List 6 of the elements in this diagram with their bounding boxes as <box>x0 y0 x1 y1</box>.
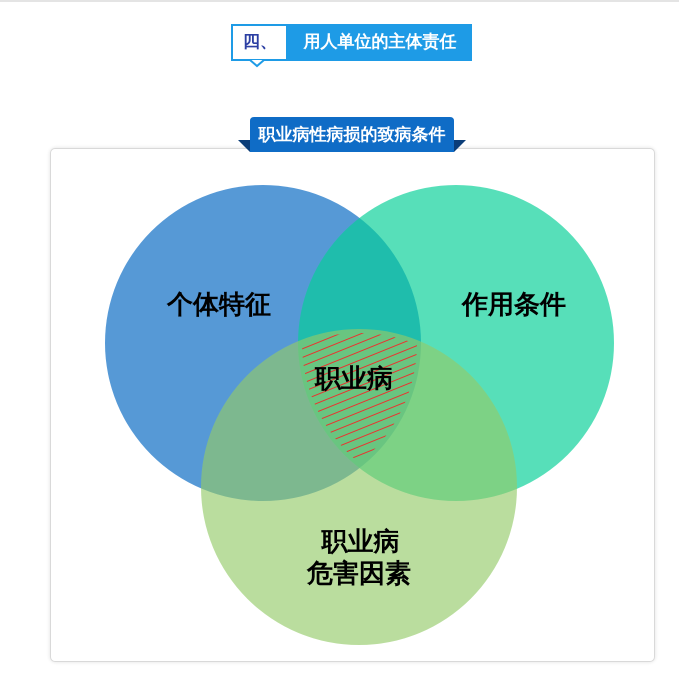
circle-label: 个体特征 <box>167 289 271 321</box>
section-title: 用人单位的主体责任 <box>288 24 472 61</box>
circle-label: 职业病危害因素 <box>306 526 412 590</box>
section-number: 四、 <box>231 24 288 68</box>
heading-ribbon: 职业病性病损的致病条件 <box>238 117 466 152</box>
circle-label: 作用条件 <box>462 289 566 321</box>
